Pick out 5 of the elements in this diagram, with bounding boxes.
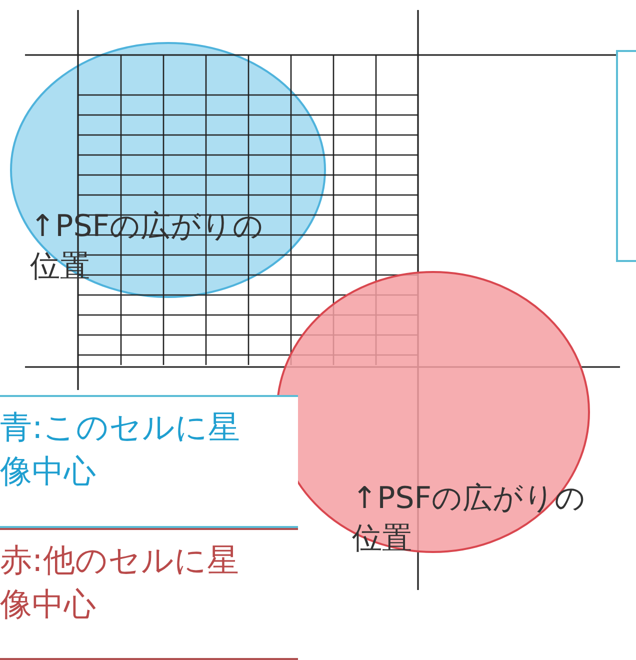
legend-text: 青:このセルに星像中心 xyxy=(0,407,241,492)
text-box xyxy=(616,50,636,262)
legend-text: 赤:他のセルに星像中心 xyxy=(0,540,240,625)
legend-box xyxy=(0,395,298,528)
legend-box xyxy=(0,528,298,660)
